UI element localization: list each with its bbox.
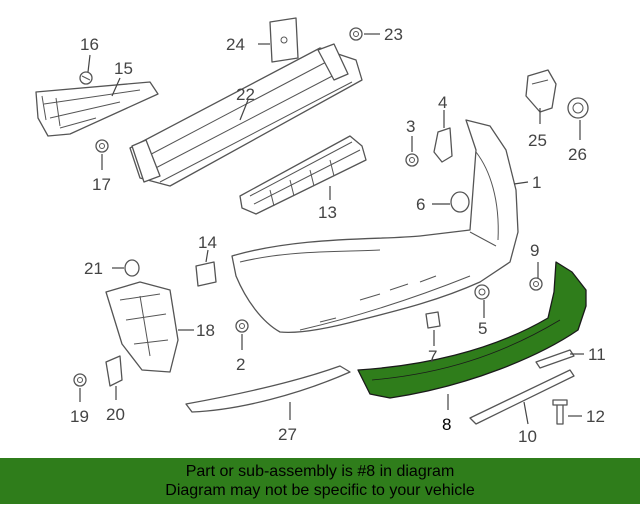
callout-12: 12: [586, 407, 605, 426]
callout-11: 11: [588, 345, 606, 364]
callout-20: 20: [106, 405, 125, 424]
callout-5: 5: [478, 319, 487, 338]
callout-3: 3: [406, 117, 415, 136]
nut-19-part: [73, 373, 87, 387]
footer-banner: Part or sub-assembly is #8 in diagram Di…: [0, 458, 640, 504]
parts-diagram: 16 15 17 22 24 23 13 1 3 4 6 25 26 21 14…: [35, 17, 606, 446]
callout-8-highlighted: 8: [442, 415, 451, 434]
callout-19: 19: [70, 407, 89, 426]
bracket-20-part: [105, 355, 123, 387]
clip-14-part: [195, 261, 217, 287]
bumper-stop-part: [450, 191, 470, 213]
callout-labels: 16 15 17 22 24 23 13 1 3 4 6 25 26 21 14…: [70, 25, 606, 446]
callout-15: 15: [114, 59, 133, 78]
clip-2-part: [235, 319, 249, 333]
nut-3-part: [405, 153, 419, 167]
trim-molding-part: [185, 365, 351, 413]
sensor-bracket-part: [525, 69, 557, 113]
energy-absorber-part: [239, 135, 367, 215]
callout-13: 13: [318, 203, 337, 222]
footer-line-1: Part or sub-assembly is #8 in diagram: [185, 463, 455, 480]
callout-9: 9: [530, 241, 539, 260]
bumper-cover-part: [231, 119, 519, 334]
side-support-part: [105, 281, 179, 373]
callout-7: 7: [428, 347, 437, 366]
callout-1: 1: [532, 173, 541, 192]
reinforcement-bar-part: [129, 43, 363, 187]
nut-9-part: [529, 277, 543, 291]
callout-17: 17: [92, 175, 111, 194]
trim-strip-part: [469, 369, 575, 425]
plate-part: [269, 17, 299, 63]
callout-10: 10: [518, 427, 537, 446]
clip-7-part: [425, 311, 441, 329]
callout-2: 2: [236, 355, 245, 374]
callout-23: 23: [384, 25, 403, 44]
reflector-part: [535, 349, 575, 369]
footer-line-2: Diagram may not be specific to your vehi…: [165, 482, 475, 499]
callout-22: 22: [236, 85, 255, 104]
callout-27: 27: [278, 425, 297, 444]
nut-top-part: [349, 27, 363, 41]
callout-18: 18: [196, 321, 215, 340]
nut-part: [95, 139, 109, 153]
callout-24: 24: [226, 35, 245, 54]
bracket-4-part: [433, 127, 453, 163]
grommet-part: [124, 259, 140, 277]
sensor-part: [567, 97, 589, 119]
callout-14: 14: [198, 233, 217, 252]
callout-16: 16: [80, 35, 99, 54]
side-bracket-part: [35, 81, 159, 137]
callout-6: 6: [416, 195, 425, 214]
callout-25: 25: [528, 131, 547, 150]
callout-26: 26: [568, 145, 587, 164]
nut-5-part: [474, 284, 490, 300]
callout-4: 4: [438, 93, 447, 112]
callout-21: 21: [84, 259, 103, 278]
bolt-part: [552, 399, 568, 425]
leader-lines: [79, 33, 584, 425]
lower-valance-highlighted-part: [357, 261, 587, 399]
screw-part: [79, 71, 93, 85]
